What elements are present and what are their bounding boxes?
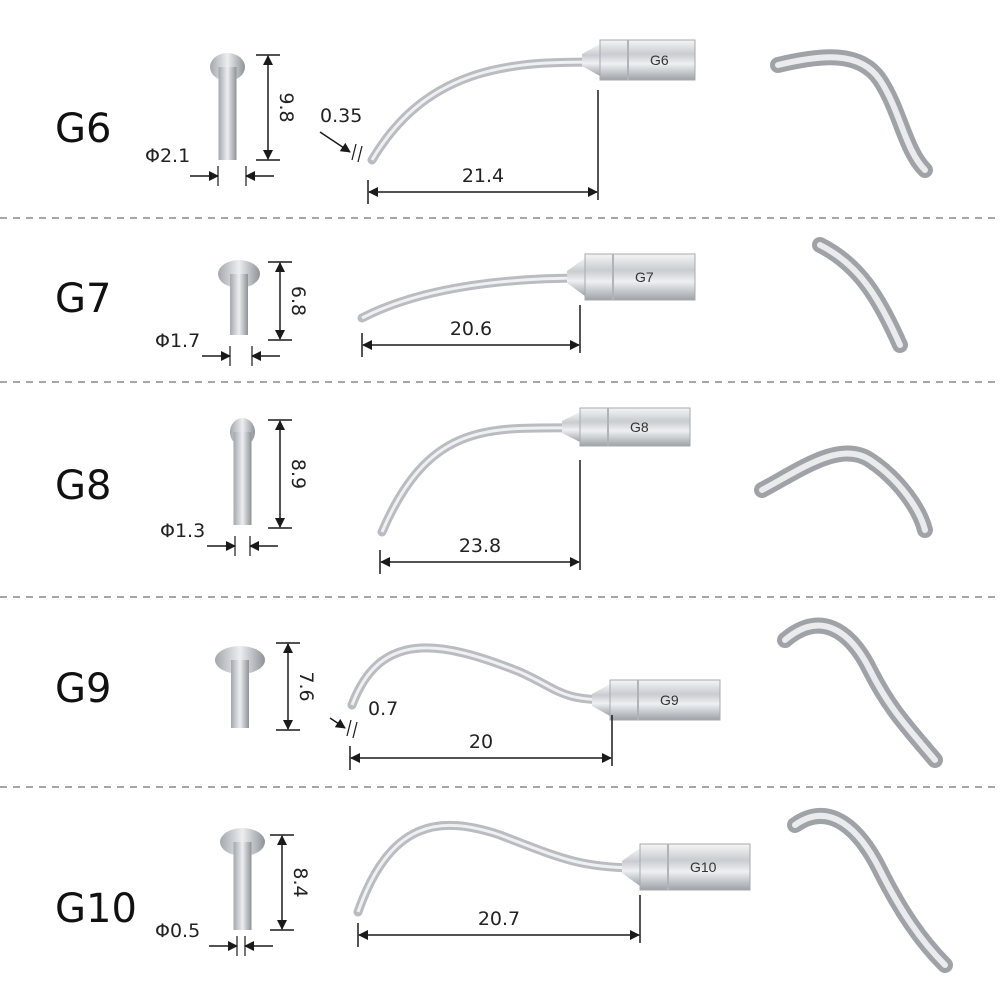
tip-handle	[579, 407, 691, 447]
span-value: 21.4	[462, 165, 504, 187]
tip-handle	[599, 39, 696, 81]
photo-tip-highlight	[782, 622, 938, 763]
photo-tip-highlight	[792, 812, 948, 968]
product-photo	[812, 237, 908, 353]
tip-curve	[367, 57, 605, 165]
side-view-illustration: G9	[347, 643, 721, 721]
tip-length-value: 7.6	[295, 671, 317, 701]
side-view-illustration: G8	[377, 407, 691, 537]
side-view-illustration: G10	[353, 821, 751, 917]
dim-extension	[351, 143, 357, 161]
tip-shaft	[233, 842, 252, 930]
engraving-mark: G6	[650, 52, 669, 68]
tip-shaft	[230, 274, 248, 335]
tip-curve	[353, 821, 645, 917]
engraving-mark: G8	[630, 419, 649, 435]
tip-row-g6: G6 9.8Φ2.1 G6 21.4 0.35	[55, 39, 933, 204]
tip-curve-highlight	[361, 276, 586, 320]
dim-extension	[346, 719, 352, 737]
model-label: G6	[55, 106, 111, 152]
tip-handle	[609, 679, 721, 721]
span-value: 20	[469, 731, 493, 753]
front-view-illustration	[218, 260, 260, 335]
engraving-mark: G10	[690, 859, 717, 875]
model-label: G8	[55, 463, 111, 509]
diameter-value: Φ1.3	[160, 520, 205, 542]
diameter-value: Φ0.5	[155, 920, 200, 942]
thickness-arrow	[329, 717, 346, 729]
photo-tip-highlight	[759, 450, 928, 533]
front-view-illustration	[210, 53, 245, 160]
tip-neck	[567, 258, 585, 296]
tip-row-g10: G10 8.4Φ0.5 G10 20.7	[55, 807, 953, 973]
model-label: G7	[55, 276, 111, 322]
tip-handle	[639, 843, 751, 891]
tip-curve-highlight	[350, 646, 611, 706]
span-value: 23.8	[459, 535, 501, 557]
tip-length-value: 8.4	[289, 867, 311, 897]
tip-neck	[592, 684, 610, 716]
thickness-arrow	[319, 131, 351, 153]
photo-tip-highlight	[817, 242, 903, 348]
tip-neck	[622, 848, 640, 886]
engraving-mark: G9	[660, 692, 679, 708]
dim-extension	[352, 721, 358, 739]
front-view-illustration	[230, 418, 255, 525]
front-view-illustration	[220, 828, 265, 930]
span-value: 20.6	[450, 318, 492, 340]
tip-row-g8: G8 8.9Φ1.3 G8 23.8	[55, 407, 933, 574]
side-view-illustration: G6	[367, 39, 696, 165]
tip-curve-highlight	[356, 824, 641, 913]
diameter-value: Φ2.1	[145, 145, 190, 167]
product-photo	[777, 617, 943, 768]
photo-tip-body	[777, 617, 943, 768]
tip-length-value: 6.8	[287, 286, 309, 316]
front-view-illustration	[215, 646, 265, 728]
tip-shaft	[231, 660, 249, 728]
tip-row-g7: G7 6.8Φ1.7 G7 20.6	[55, 237, 908, 366]
tip-handle	[584, 253, 696, 301]
photo-tip-highlight	[775, 54, 928, 173]
tip-neck	[562, 412, 580, 442]
tip-shaft	[233, 432, 252, 525]
model-label: G9	[55, 666, 111, 712]
product-photo	[770, 49, 933, 178]
tip-length-value: 8.9	[287, 459, 309, 489]
product-photo	[754, 445, 933, 538]
photo-tip-body	[770, 49, 933, 178]
model-label: G10	[55, 886, 137, 932]
side-view-illustration: G7	[357, 253, 696, 323]
tip-neck	[582, 44, 600, 76]
photo-tip-body	[812, 237, 908, 353]
tip-length-value: 9.8	[275, 92, 297, 122]
dim-extension	[357, 145, 363, 163]
tip-thickness-value: 0.7	[368, 698, 398, 720]
diameter-value: Φ1.7	[155, 330, 200, 352]
product-photo	[787, 807, 953, 973]
tip-curve-highlight	[370, 60, 601, 161]
tip-shaft	[218, 67, 237, 160]
tip-thickness-value: 0.35	[320, 105, 362, 127]
engraving-mark: G7	[635, 269, 654, 285]
span-value: 20.7	[478, 908, 520, 930]
tip-curve-highlight	[380, 426, 581, 533]
